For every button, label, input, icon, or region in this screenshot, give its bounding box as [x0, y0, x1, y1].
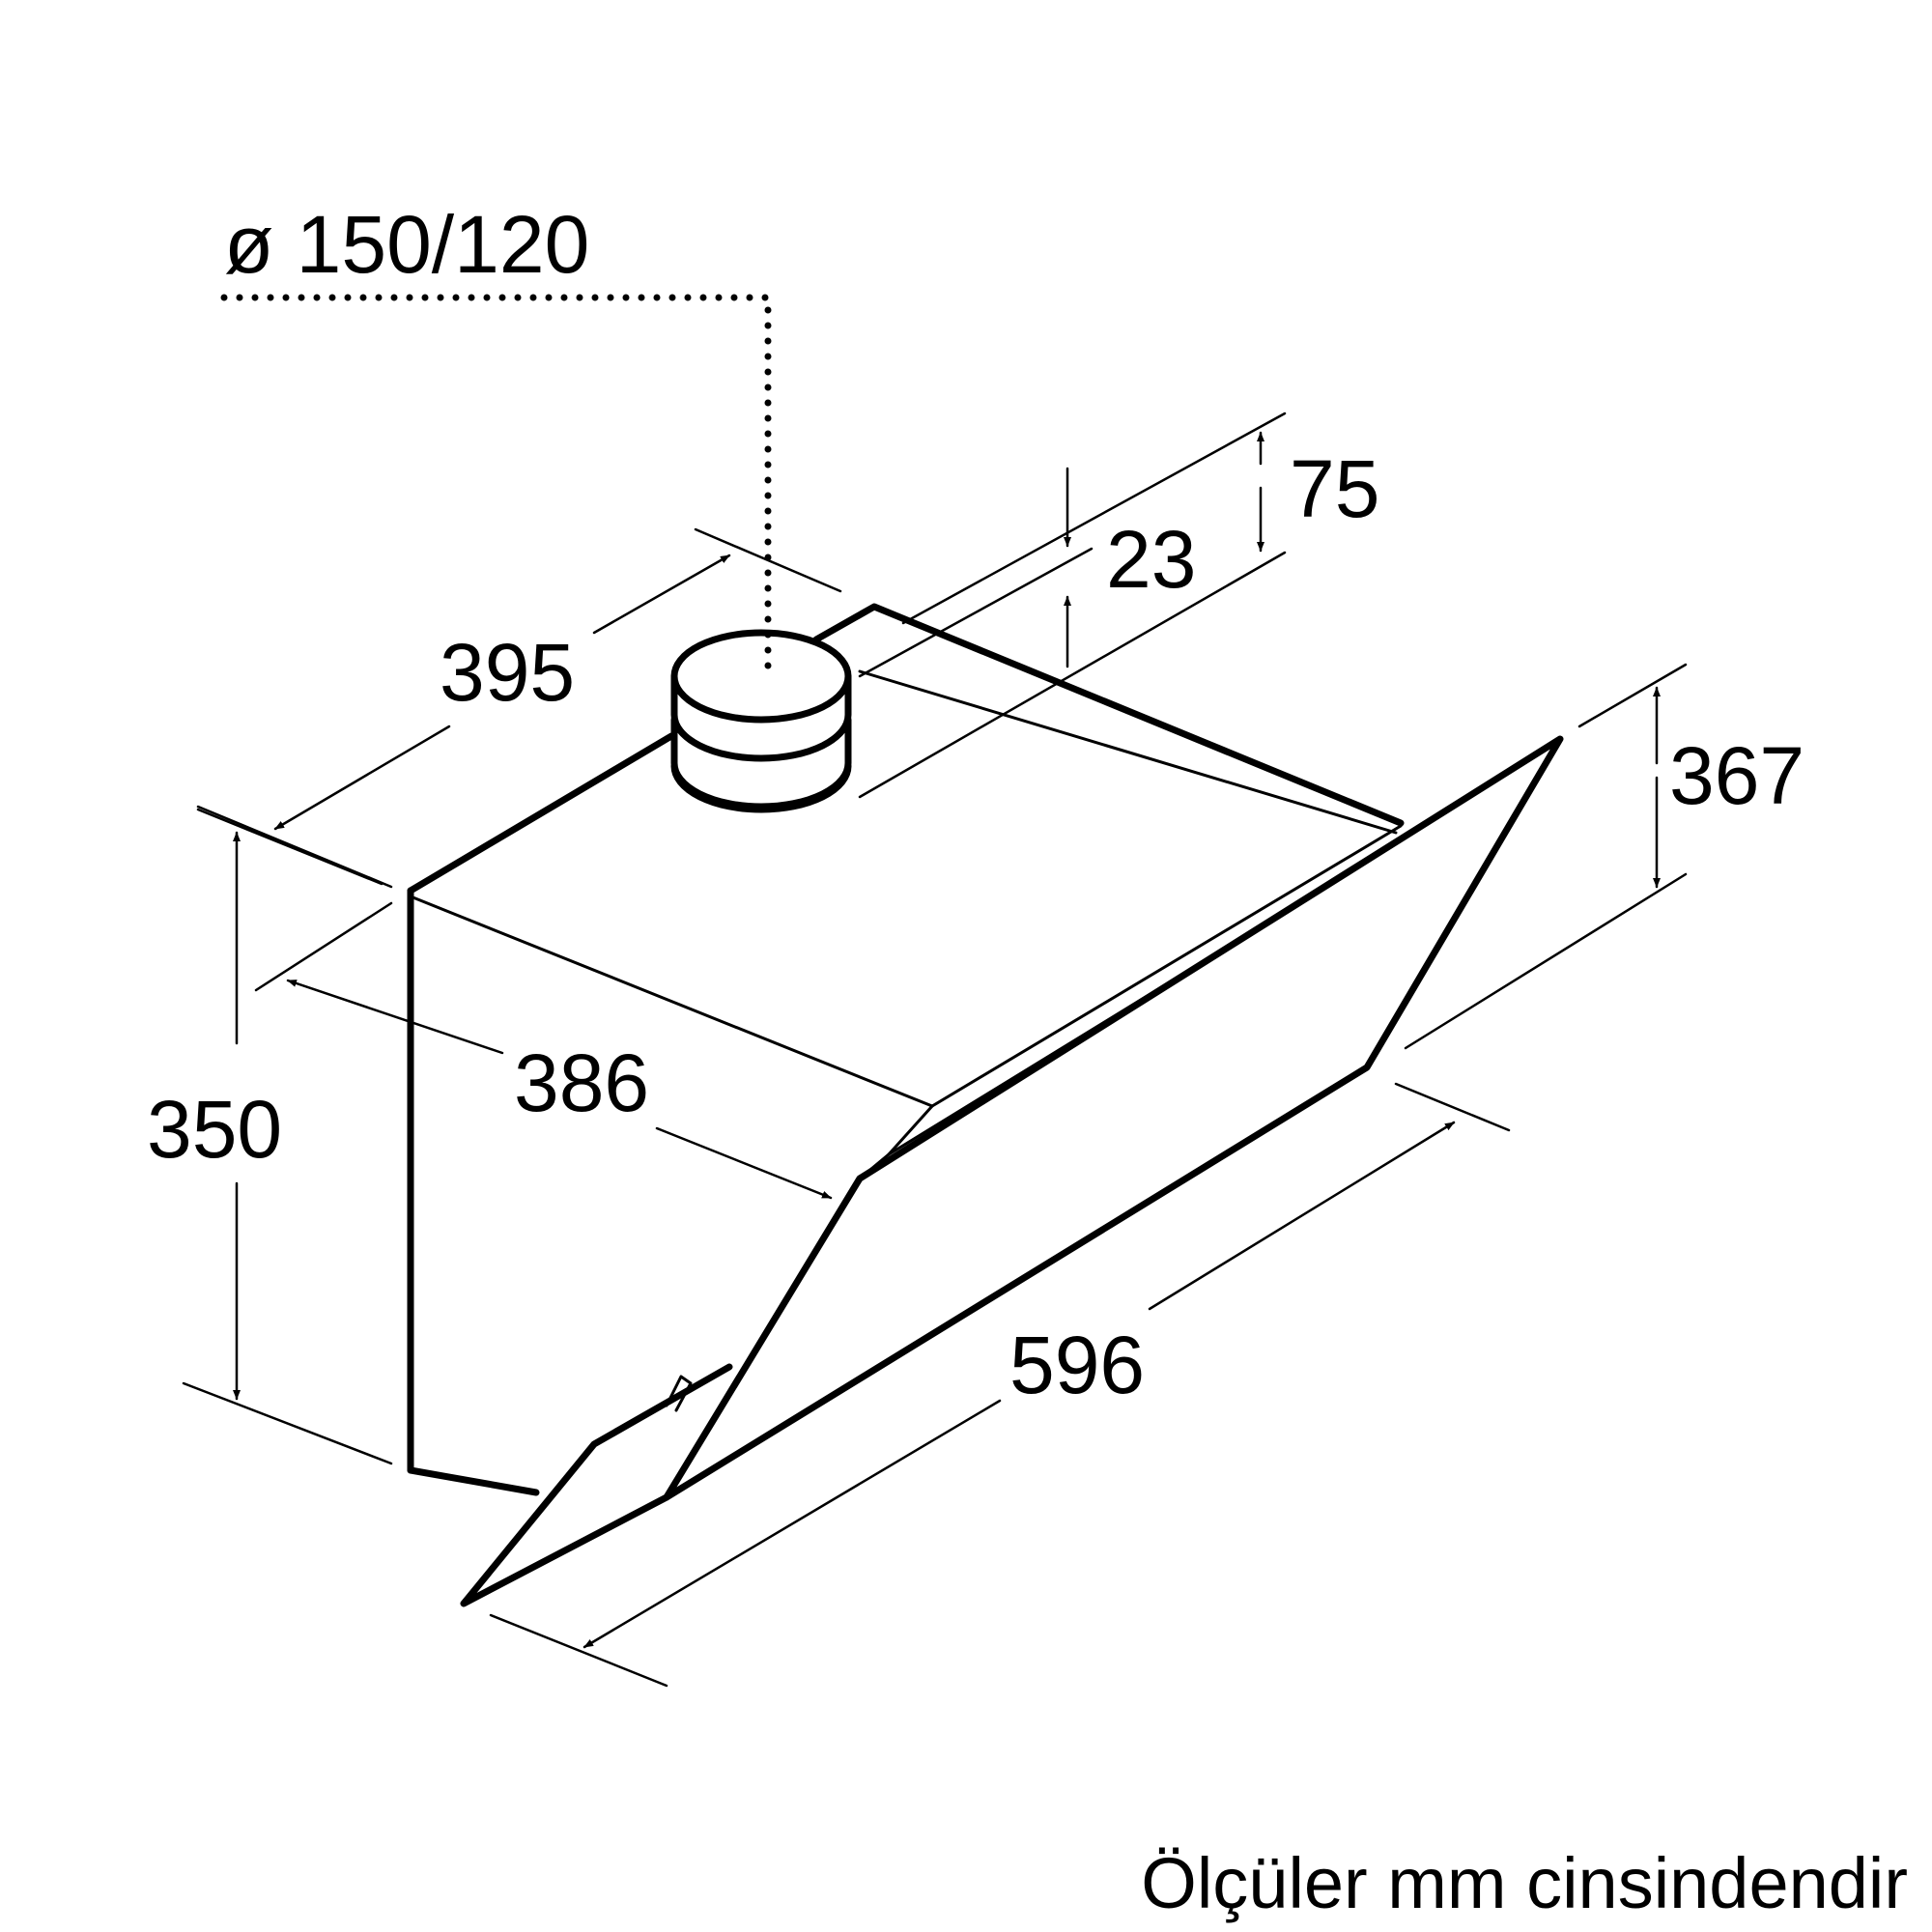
duct-collar	[670, 629, 852, 813]
dim-596-ext-left	[489, 1613, 668, 1688]
dim-75-ext-top	[901, 412, 1287, 625]
dim-386	[254, 901, 833, 1200]
dim-386-ext	[254, 901, 393, 992]
dim-23-ext-mid	[858, 547, 1094, 678]
dim-395-ext-front	[196, 808, 384, 886]
dim-395-arrow-lower	[273, 724, 451, 831]
body-top-left-edge	[407, 732, 675, 895]
dim-367	[1404, 663, 1688, 1050]
dim-596-arrow-left	[582, 1399, 1002, 1649]
dim-596-label: 596	[1009, 1320, 1145, 1410]
dim-350-ext-top	[196, 805, 393, 889]
units-footnote: Ölçüler mm cinsindendir	[1141, 1843, 1908, 1923]
body-front-slope-top	[409, 895, 934, 1108]
body-inner-slope	[930, 824, 1403, 1108]
dim-350-label: 350	[147, 1084, 282, 1175]
dim-386-arrow-left	[286, 979, 504, 1055]
dim-367-ext-top	[1577, 663, 1688, 728]
dim-596-ext-right	[1394, 1082, 1511, 1132]
dim-395-arrow-upper	[592, 554, 731, 635]
dim-350-ext-bottom	[182, 1381, 393, 1465]
duct-ring-1	[670, 672, 852, 762]
body-inner-slope-2	[887, 1104, 934, 1156]
dim-395	[196, 527, 842, 886]
duct-diameter-label: ø 150/120	[224, 199, 589, 290]
duct-ring-3	[670, 762, 852, 813]
dim-75-label: 75	[1290, 443, 1379, 534]
dim-596	[489, 1082, 1511, 1688]
glass-lower-lip	[460, 1363, 733, 1607]
duct-top-ellipse	[670, 629, 852, 724]
dim-395-ext-rear	[694, 527, 842, 593]
dim-23-label: 23	[1106, 514, 1196, 605]
dim-596-arrow-right	[1148, 1121, 1456, 1311]
body-bottom-edge	[407, 1466, 540, 1496]
dim-75-23	[858, 412, 1287, 799]
dim-350	[182, 805, 393, 1465]
dim-395-label: 395	[440, 627, 575, 718]
dim-367-ext-bottom	[1404, 872, 1688, 1050]
dim-367-label: 367	[1669, 730, 1804, 821]
body-back-rail	[858, 669, 1398, 835]
glass-bracket	[665, 1375, 693, 1412]
dim-386-label: 386	[514, 1037, 649, 1128]
body-top-rear-edge	[812, 603, 1405, 827]
glass-upper-ledge	[858, 838, 1403, 1180]
dim-386-arrow-right	[655, 1126, 833, 1200]
diameter-leader	[220, 294, 772, 680]
dim-75-ext-bottom	[858, 551, 1287, 799]
hood-body	[407, 603, 1564, 1607]
